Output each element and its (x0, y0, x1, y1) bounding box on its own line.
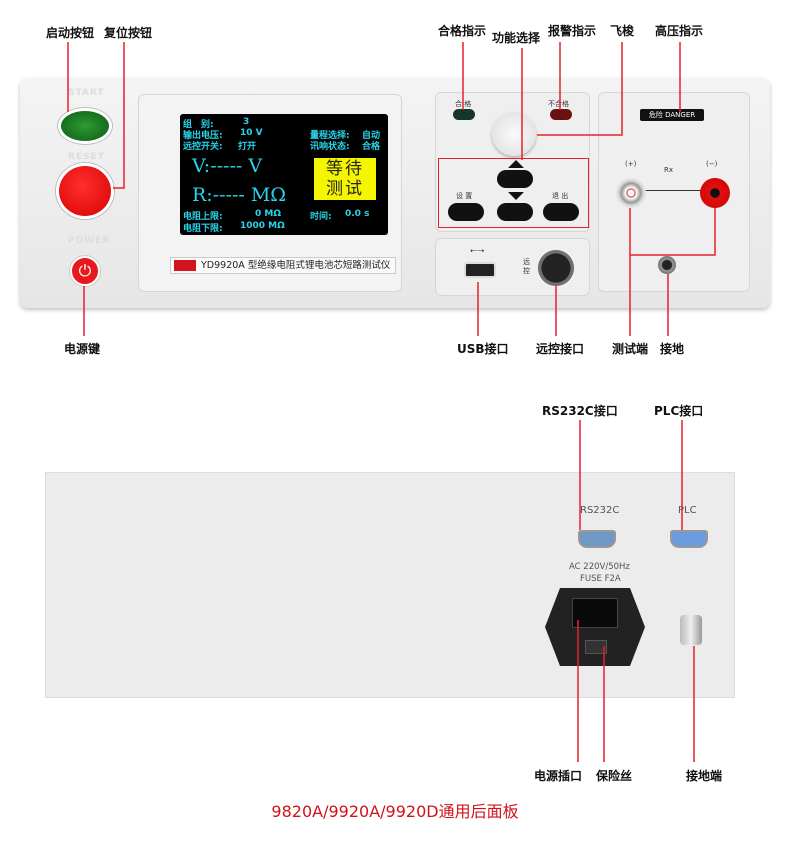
label-test-terminal: 测试端 (612, 342, 649, 356)
rear-panel (45, 472, 735, 698)
lcd-range-label: 量程选择: (310, 131, 350, 141)
set-text: 设 置 (456, 192, 473, 200)
label-plc-port: PLC接口 (654, 404, 704, 418)
function-select-box (438, 158, 589, 228)
resistor-symbol-icon (645, 190, 705, 191)
lcd-beep-value: 合格 (362, 142, 381, 152)
fuse-holder[interactable] (585, 640, 607, 654)
plus-text: (+) (625, 160, 637, 168)
lcd-resistance-reading: R:----- MΩ (192, 184, 287, 206)
usb-port[interactable] (464, 262, 496, 278)
label-usb-port: USB接口 (457, 342, 509, 356)
fail-indicator (550, 109, 572, 120)
model-name: YD9920A 型绝缘电阻式锂电池芯短路测试仪 (201, 260, 391, 271)
lcd-group-label: 组 别: (183, 120, 214, 130)
start-button[interactable] (58, 108, 112, 144)
lcd-upper-value: 0 MΩ (255, 209, 282, 219)
lcd-time-label: 时间: (310, 212, 332, 222)
ac-rating-text: AC 220V/50Hz (569, 562, 630, 572)
fail-text: 不合格 (548, 100, 569, 108)
danger-label: 危险 DANGER (640, 109, 704, 121)
brand-logo (174, 260, 196, 271)
lcd-lower-label: 电阻下限: (183, 224, 223, 234)
down-arrow-icon (508, 192, 524, 200)
label-hv-indicator: 高压指示 (655, 24, 704, 38)
lcd-lower-value: 1000 MΩ (240, 221, 285, 231)
up-arrow-icon (508, 160, 524, 168)
lcd-group-value: 3 (243, 117, 250, 127)
label-start-button: 启动按钮 (46, 26, 95, 40)
set-key[interactable] (448, 203, 484, 221)
label-rs232-port: RS232C接口 (542, 404, 618, 418)
plc-text: PLC (678, 505, 697, 516)
model-strip: YD9920A 型绝缘电阻式锂电池芯短路测试仪 (170, 257, 396, 274)
plc-connector[interactable] (670, 530, 708, 548)
label-function-select: 功能选择 (492, 31, 541, 45)
power-text: POWER (68, 236, 111, 246)
lcd-voltage-label: 输出电压: (183, 131, 223, 141)
pass-text: 合 格 (455, 100, 472, 108)
label-power-key: 电源键 (64, 342, 101, 356)
remote-text: 远 控 (523, 258, 530, 275)
reset-text: RESET (68, 152, 105, 162)
usb-icon: ⭠⭢ (470, 246, 485, 256)
lcd-voltage-reading: V:----- V (192, 155, 263, 177)
minus-text: (−) (706, 160, 718, 168)
label-power-socket: 电源插口 (534, 769, 583, 783)
lcd-status: 等待测试 (314, 158, 376, 200)
rs232-text: RS232C (580, 505, 620, 516)
label-shuttle: 飞梭 (610, 24, 635, 38)
down-key[interactable] (497, 203, 533, 221)
label-ground: 接地 (660, 342, 685, 356)
fuse-rating-text: FUSE F2A (580, 574, 621, 584)
label-fuse: 保险丝 (596, 769, 633, 783)
exit-text: 退 出 (552, 192, 569, 200)
rs232-connector[interactable] (578, 530, 616, 548)
up-key[interactable] (497, 170, 533, 188)
negative-terminal[interactable] (700, 178, 730, 208)
lcd-range-value: 自动 (362, 131, 381, 141)
exit-key[interactable] (543, 203, 579, 221)
lcd-remote-label: 远控开关: (183, 142, 223, 152)
lcd-remote-value: 打开 (238, 142, 257, 152)
label-pass-indicator: 合格指示 (438, 24, 487, 38)
label-remote-port: 远控接口 (536, 342, 585, 356)
power-icon: ⏻ (78, 261, 92, 280)
port-panel (435, 238, 590, 296)
ground-terminal[interactable] (680, 615, 702, 645)
pass-indicator (453, 109, 475, 120)
remote-connector[interactable] (538, 250, 574, 286)
lcd-beep-label: 讯响状态: (310, 142, 350, 152)
label-ground-terminal: 接地端 (686, 769, 723, 783)
iec-inlet (572, 598, 618, 628)
rx-text: Rx (664, 166, 674, 174)
lcd-voltage-value: 10 V (240, 128, 263, 138)
ground-post[interactable] (658, 256, 676, 274)
label-alarm-indicator: 报警指示 (548, 24, 597, 38)
shuttle-knob[interactable] (492, 112, 536, 156)
start-text: START (68, 88, 105, 98)
lcd-screen: 组 别: 3 输出电压: 10 V 远控开关: 打开 量程选择: 自动 讯响状态… (180, 114, 388, 235)
positive-terminal[interactable] (616, 178, 646, 208)
label-reset-button: 复位按钮 (104, 26, 153, 40)
lcd-time-value: 0.0 s (345, 209, 370, 219)
lcd-upper-label: 电阻上限: (183, 212, 223, 222)
reset-button[interactable] (56, 163, 114, 219)
power-button[interactable]: ⏻ (70, 256, 100, 286)
caption: 9820A/9920A/9920D通用后面板 (271, 802, 519, 821)
